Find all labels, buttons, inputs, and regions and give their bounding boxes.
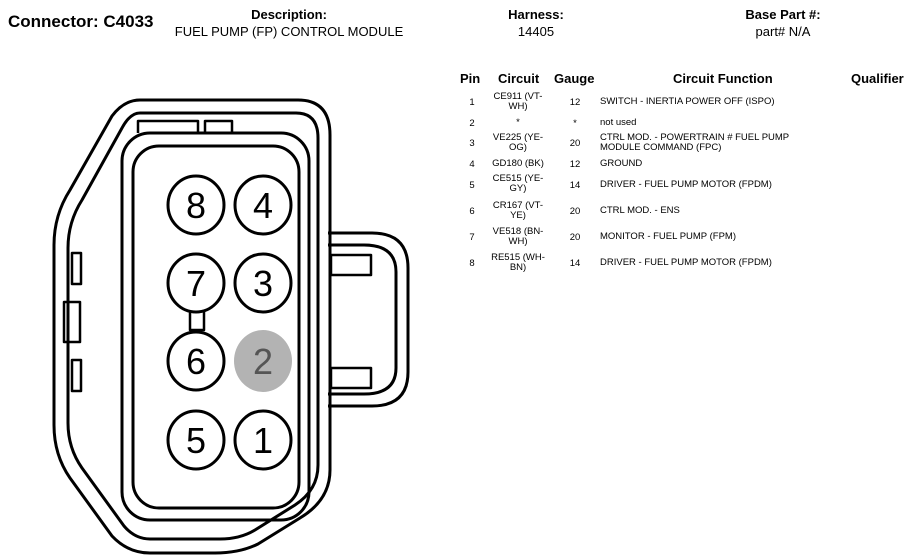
row-pin: 4 bbox=[469, 159, 475, 170]
pin-circle bbox=[233, 174, 293, 236]
row-pin: 6 bbox=[469, 206, 475, 217]
row-function: DRIVER - FUEL PUMP MOTOR (FPDM) bbox=[600, 257, 772, 268]
description-value: FUEL PUMP (FP) CONTROL MODULE bbox=[174, 24, 404, 39]
connector-inner-shell bbox=[66, 111, 320, 541]
row-gauge: 20 bbox=[569, 138, 581, 149]
row-circuit: RE515 (WH-BN) bbox=[491, 252, 545, 273]
pin-6: 6 bbox=[166, 330, 226, 392]
connector-outer-shell bbox=[52, 98, 332, 555]
row-circuit: GD180 (BK) bbox=[492, 158, 544, 169]
row-function: MONITOR - FUEL PUMP (FPM) bbox=[600, 231, 736, 242]
row-pin: 5 bbox=[469, 180, 475, 191]
row-gauge: 14 bbox=[569, 180, 581, 191]
row-circuit: CE515 (YE-GY) bbox=[492, 173, 544, 194]
description-label: Description: bbox=[251, 7, 327, 22]
harness-value: 14405 bbox=[517, 24, 555, 39]
harness-block: Harness: 14405 bbox=[480, 7, 592, 39]
right-lock-tab-inner bbox=[328, 243, 398, 396]
pin-4: 4 bbox=[233, 174, 293, 236]
connector-title: Connector: C4033 bbox=[8, 12, 154, 31]
row-function: CTRL MOD. - POWERTRAIN # FUEL PUMP MODUL… bbox=[600, 132, 789, 153]
row-function: GROUND bbox=[600, 158, 643, 169]
pin-number-label: 2 bbox=[253, 341, 273, 382]
pin-number-label: 7 bbox=[186, 263, 206, 304]
left-tab-bottom bbox=[70, 358, 83, 393]
harness-label: Harness: bbox=[508, 7, 564, 22]
pin-circle bbox=[233, 252, 293, 314]
right-lock-tab bbox=[328, 231, 410, 408]
description-block: Description: FUEL PUMP (FP) CONTROL MODU… bbox=[160, 7, 418, 39]
header-gauge: Gauge bbox=[554, 71, 595, 86]
pin-cavity-housing bbox=[120, 131, 311, 522]
base-part-value: part# N/A bbox=[755, 24, 811, 39]
row-gauge: 14 bbox=[569, 258, 581, 269]
row-gauge: 12 bbox=[569, 159, 581, 170]
header-circuit-function: Circuit Function bbox=[673, 71, 773, 86]
pin-circle bbox=[166, 252, 226, 314]
row-circuit: CR167 (VT-YE) bbox=[492, 200, 544, 221]
pin-7: 7 bbox=[166, 252, 226, 314]
pin-number-label: 1 bbox=[253, 420, 273, 461]
header-circuit: Circuit bbox=[498, 71, 540, 86]
row-function: DRIVER - FUEL PUMP MOTOR (FPDM) bbox=[600, 179, 772, 190]
row-function: not used bbox=[600, 117, 637, 128]
pin-number-label: 4 bbox=[253, 185, 273, 226]
row-gauge: 12 bbox=[569, 97, 581, 108]
pin-circle bbox=[234, 330, 292, 392]
row-pin: 1 bbox=[469, 97, 475, 108]
row-circuit: * bbox=[516, 117, 520, 128]
pin-3: 3 bbox=[233, 252, 293, 314]
row-gauge: 20 bbox=[569, 232, 581, 243]
base-part-block: Base Part #: part# N/A bbox=[727, 7, 839, 39]
pin-2: 2 bbox=[234, 330, 292, 392]
pin-cavity-inner bbox=[131, 144, 301, 510]
pin-8: 8 bbox=[166, 174, 226, 236]
row-pin: 8 bbox=[469, 258, 475, 269]
left-tab-middle bbox=[62, 300, 82, 344]
row-gauge: * bbox=[573, 118, 577, 129]
pin-circle bbox=[233, 409, 293, 471]
right-lock-window bbox=[329, 253, 373, 277]
row-gauge: 20 bbox=[569, 206, 581, 217]
pin-1: 1 bbox=[233, 409, 293, 471]
pin-number-label: 5 bbox=[186, 420, 206, 461]
latch-notch bbox=[136, 119, 234, 133]
row-pin: 2 bbox=[469, 118, 475, 129]
row-pin: 7 bbox=[469, 232, 475, 243]
pin-5: 5 bbox=[166, 409, 226, 471]
right-lock-window-lower bbox=[329, 366, 373, 390]
pin-circle bbox=[166, 174, 226, 236]
row-function: SWITCH - INERTIA POWER OFF (ISPO) bbox=[600, 96, 775, 107]
pin-number-label: 8 bbox=[186, 185, 206, 226]
pin-circle bbox=[166, 330, 226, 392]
row-circuit: VE518 (BN-WH) bbox=[492, 226, 544, 247]
pin-grid: 8 4 7 3 6 2 5 1 bbox=[166, 174, 293, 471]
left-tab-top bbox=[70, 251, 83, 286]
base-part-label: Base Part #: bbox=[745, 7, 821, 22]
row-function: CTRL MOD. - ENS bbox=[600, 205, 680, 216]
pin-circle bbox=[166, 409, 226, 471]
header-qualifier: Qualifier bbox=[851, 71, 904, 86]
connector-face-diagram: 8 4 7 3 6 2 5 1 bbox=[52, 98, 410, 555]
header-pin: Pin bbox=[460, 71, 481, 86]
row-pin: 3 bbox=[469, 138, 475, 149]
row-circuit: CE911 (VT-WH) bbox=[493, 91, 543, 112]
row-circuit: VE225 (YE-OG) bbox=[492, 132, 544, 153]
pin-number-label: 3 bbox=[253, 263, 273, 304]
pin-number-label: 6 bbox=[186, 341, 206, 382]
